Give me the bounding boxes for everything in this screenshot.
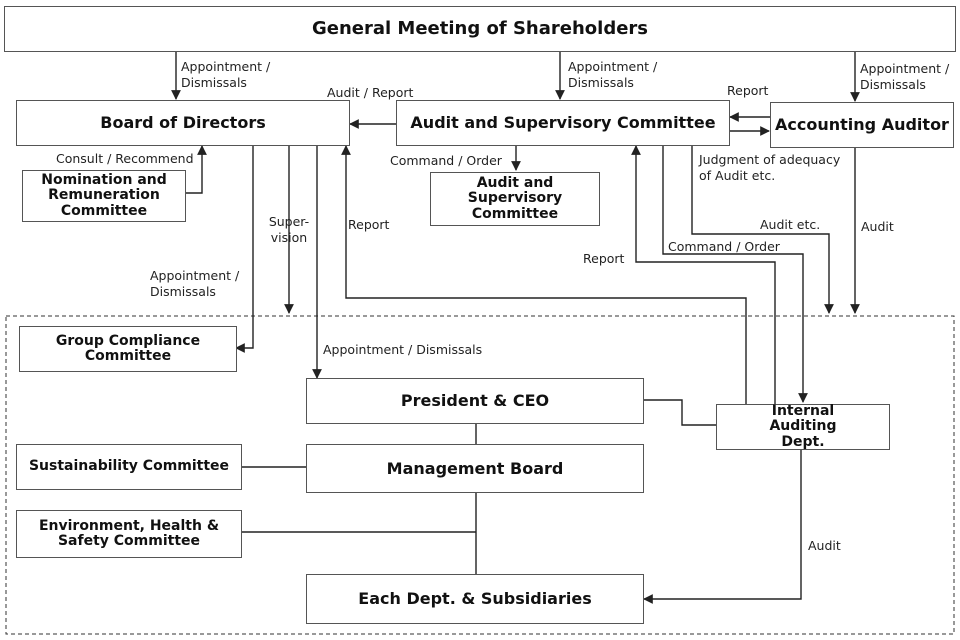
nomination-committee-box: Nomination and Remuneration Committee <box>22 170 186 222</box>
arrow-board-to-compliance <box>235 146 254 353</box>
arrow-nomination-consult <box>186 145 207 194</box>
label-appointment-accounting: Appointment / Dismissals <box>860 61 950 92</box>
label-audit-etc: Audit etc. <box>760 217 821 232</box>
label-audit-right: Audit <box>861 219 894 234</box>
label-appointment-board: Appointment / Dismissals <box>181 59 271 90</box>
shareholders-box: General Meeting of Shareholders <box>4 6 956 52</box>
label-judgment: Judgment of adequacy of Audit etc. <box>699 152 841 183</box>
label-command-order-top: Command / Order <box>390 153 502 168</box>
departments-box: Each Dept. & Subsidiaries <box>306 574 644 624</box>
audit-committee-box: Audit and Supervisory Committee <box>396 100 730 146</box>
board-box: Board of Directors <box>16 100 350 146</box>
ehs-committee-box: Environment, Health & Safety Committee <box>16 510 242 558</box>
label-report-left: Report <box>583 251 625 266</box>
label-appointment-ceo: Appointment / Dismissals <box>323 342 483 357</box>
label-appointment-compliance: Appointment / Dismissals <box>150 268 240 299</box>
arrow-internal-audit-report-to-audit-committee <box>631 145 776 404</box>
arrow-internal-audit-report-to-board <box>341 145 747 404</box>
internal-audit-box: Internal Auditing Dept. <box>716 403 890 450</box>
compliance-committee-box: Group Compliance Committee <box>19 326 237 372</box>
arrow-command-to-internal-audit <box>662 146 808 403</box>
label-audit-report: Audit / Report <box>327 85 414 100</box>
label-report-mid: Report <box>348 217 390 232</box>
management-board-box: Management Board <box>306 444 644 493</box>
label-command-order-mid: Command / Order <box>668 239 780 254</box>
label-appointment-audit: Appointment / Dismissals <box>568 59 658 90</box>
line-president-internal-audit <box>644 399 716 426</box>
arrow-internal-audit-to-departments <box>643 448 802 604</box>
arrow-audit-etc-to-group <box>691 146 834 314</box>
label-report-accounting: Report <box>727 83 769 98</box>
accounting-auditor-box: Accounting Auditor <box>770 102 954 148</box>
sustainability-committee-box: Sustainability Committee <box>16 444 242 490</box>
audit-committee-sub-box: Audit and Supervisory Committee <box>430 172 600 226</box>
group-region-boundary <box>5 315 955 635</box>
label-consult-recommend: Consult / Recommend <box>56 151 194 166</box>
president-box: President & CEO <box>306 378 644 424</box>
label-supervision: Super- vision <box>268 214 310 245</box>
label-audit-bottom: Audit <box>808 538 841 553</box>
